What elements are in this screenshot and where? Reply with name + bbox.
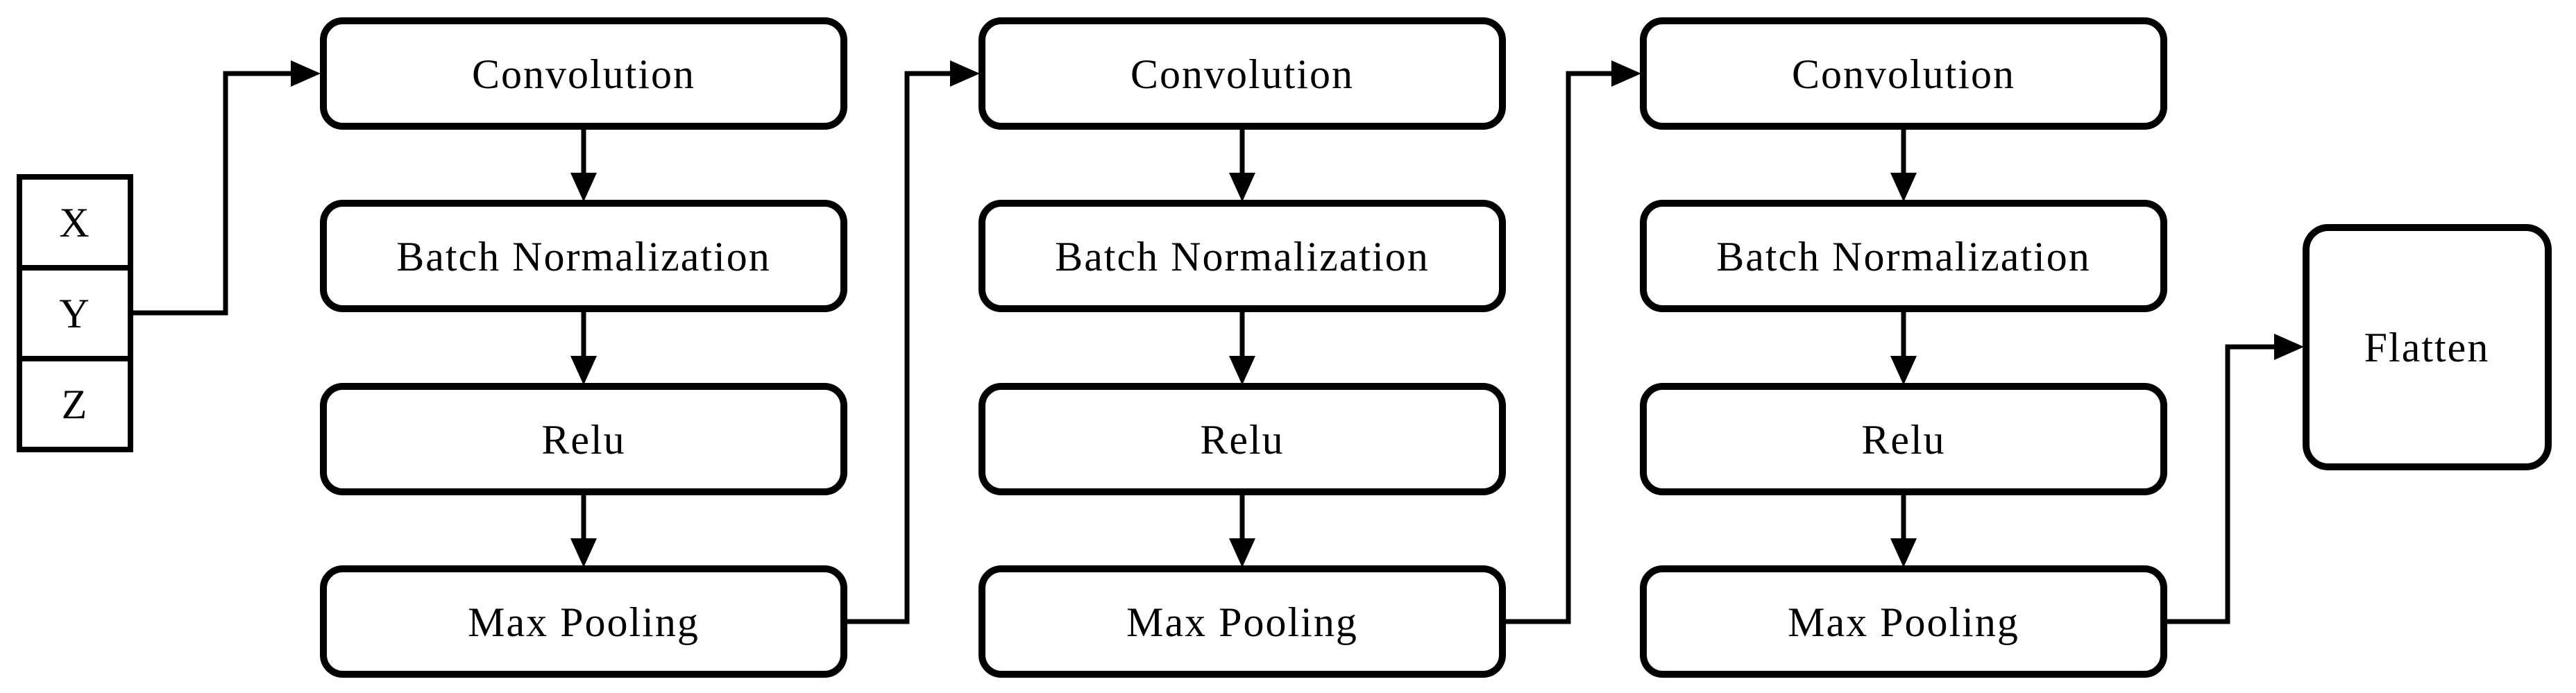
arrowhead-down-icon: [1890, 356, 1917, 385]
connector-block2-to-block3: [1502, 60, 1641, 624]
connector-block1-line: [844, 71, 950, 624]
connector-input-line: [130, 71, 291, 316]
arrowhead-down-icon: [1890, 538, 1917, 567]
block3-max-pooling-label: Max Pooling: [1788, 599, 2019, 645]
arrowhead-down-icon: [1229, 356, 1255, 385]
arrowhead-right-icon: [1611, 60, 1641, 87]
block3-batch-normalization-label: Batch Normalization: [1716, 234, 2091, 280]
block3-relu-label: Relu: [1861, 417, 1945, 463]
conv-block-1: Convolution Batch Normalization Relu Max…: [320, 17, 847, 678]
arrowhead-right-icon: [291, 60, 321, 87]
input-cell-z-label: Z: [62, 382, 89, 427]
flatten-box: [2303, 224, 2552, 470]
input-cell-x: [17, 174, 133, 271]
arrowhead-right-icon: [2274, 334, 2304, 360]
input-cell-x-label: X: [59, 200, 90, 246]
block3-convolution-label: Convolution: [1792, 51, 2015, 97]
connector-input-to-block1: [130, 60, 321, 316]
input-cell-y: [17, 265, 133, 361]
block1-convolution-label: Convolution: [472, 51, 695, 97]
block2-convolution-label: Convolution: [1130, 51, 1354, 97]
block1-batch-normalization-label: Batch Normalization: [396, 234, 771, 280]
flatten-label: Flatten: [2364, 325, 2490, 370]
connector-block2-line: [1502, 71, 1611, 624]
input-cell-z: [17, 356, 133, 452]
conv-block-3: Convolution Batch Normalization Relu Max…: [1640, 17, 2167, 678]
flatten-node: Flatten: [2303, 224, 2552, 470]
block2-batch-normalization-label: Batch Normalization: [1055, 234, 1430, 280]
block2-relu-label: Relu: [1200, 417, 1284, 463]
arrowhead-right-icon: [950, 60, 980, 87]
input-stack: X Y Z: [17, 174, 133, 452]
connector-block3-to-flatten: [2164, 334, 2304, 624]
arrowhead-down-icon: [1890, 173, 1917, 202]
block1-relu-label: Relu: [541, 417, 625, 463]
arrowhead-down-icon: [570, 173, 597, 202]
arrowhead-down-icon: [1229, 173, 1255, 202]
input-cell-y-label: Y: [59, 291, 90, 336]
arrowhead-down-icon: [570, 356, 597, 385]
block2-max-pooling-label: Max Pooling: [1126, 599, 1358, 645]
arrowhead-down-icon: [570, 538, 597, 567]
arrowhead-down-icon: [1229, 538, 1255, 567]
conv-block-2: Convolution Batch Normalization Relu Max…: [978, 17, 1506, 678]
connector-block1-to-block2: [844, 60, 980, 624]
connector-block3-line: [2164, 344, 2274, 624]
block1-max-pooling-label: Max Pooling: [468, 599, 700, 645]
